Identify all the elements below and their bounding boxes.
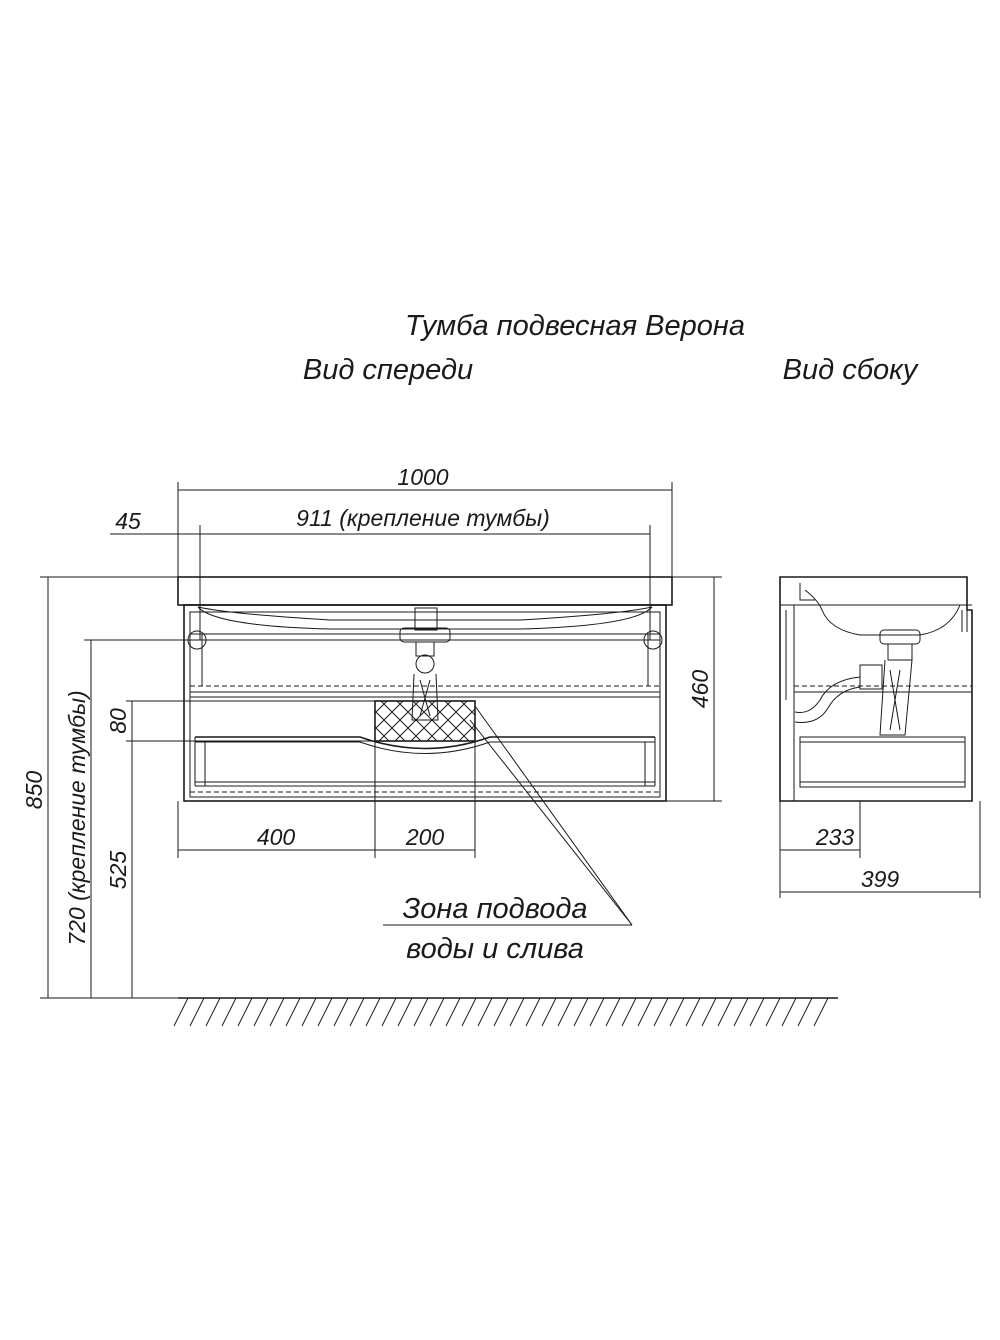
dim-height-460: 460	[687, 670, 713, 709]
dim-edge-offset: 45	[115, 508, 141, 534]
leader-line	[469, 719, 633, 926]
floor-hatch-tick	[717, 997, 733, 1027]
side-view-title: Вид сбоку	[783, 354, 919, 386]
floor-hatch-tick	[557, 997, 573, 1027]
floor-hatch-tick	[221, 997, 237, 1027]
floor-hatch-tick	[525, 997, 541, 1027]
countertop-slab	[177, 576, 673, 606]
floor-hatch-tick	[317, 997, 333, 1027]
side-dimensions: 233 399	[779, 801, 981, 898]
floor-hatch-tick	[733, 997, 749, 1027]
floor-hatch-tick	[621, 997, 637, 1027]
front-dimensions: 1000 911 (крепление тумбы) 45 460 400 20…	[21, 464, 722, 999]
floor-hatch-tick	[685, 997, 701, 1027]
floor-hatch-tick	[461, 997, 477, 1027]
dim-total-width: 1000	[397, 464, 448, 490]
drawing-title: Тумба подвесная Верона	[405, 310, 745, 342]
dim-mount-height: 720 (крепление тумбы)	[64, 690, 90, 945]
floor-hatch-tick	[269, 997, 285, 1027]
front-view	[177, 576, 673, 802]
floor-hatch-tick	[509, 997, 525, 1027]
floor-hatch-tick	[765, 997, 781, 1027]
floor-hatch-tick	[381, 997, 397, 1027]
floor-hatch-tick	[365, 997, 381, 1027]
dim-gap-80: 80	[105, 708, 131, 734]
cabinet-body	[183, 604, 667, 802]
floor-hatch-tick	[637, 997, 653, 1027]
drawer-top-curve	[195, 736, 655, 750]
floor-hatch-tick	[333, 997, 349, 1027]
floor-hatch-tick	[173, 997, 189, 1027]
floor-hatch-tick	[429, 997, 445, 1027]
floor-hatch-tick	[589, 997, 605, 1027]
side-back-panel	[779, 604, 795, 802]
cabinet-inner-frame	[189, 611, 661, 798]
floor-hatch-tick	[189, 997, 205, 1027]
floor-hatch-tick	[605, 997, 621, 1027]
right-mount-bracket	[643, 630, 663, 650]
front-view-title: Вид спереди	[303, 354, 473, 386]
floor-hatch-tick	[413, 997, 429, 1027]
floor-hatch-tick	[445, 997, 461, 1027]
dim-width-400: 400	[257, 824, 296, 850]
basin-bowl	[197, 606, 653, 621]
floor-hatch-tick	[285, 997, 301, 1027]
floor-hatch-tick	[349, 997, 365, 1027]
floor-hatch-tick	[797, 997, 813, 1027]
floor-hatch-tick	[493, 997, 509, 1027]
supply-zone-label-2: воды и слива	[406, 933, 584, 965]
dim-height-525: 525	[105, 851, 131, 890]
dim-depth-399: 399	[861, 866, 900, 892]
floor-hatch-tick	[653, 997, 669, 1027]
dim-depth-233: 233	[815, 824, 855, 850]
side-basin-profile	[804, 589, 961, 636]
floor-hatch-tick	[573, 997, 589, 1027]
floor-hatch-tick	[237, 997, 253, 1027]
supply-zone-callout: Зона подвода воды и слива	[383, 705, 633, 965]
floor-hatch-tick	[813, 997, 829, 1027]
floor-hatch-tick	[397, 997, 413, 1027]
side-siphon	[794, 629, 921, 736]
floor-hatch-tick	[205, 997, 221, 1027]
dim-width-200: 200	[405, 824, 445, 850]
floor-hatch-tick	[301, 997, 317, 1027]
dim-mount-width: 911 (крепление тумбы)	[296, 505, 550, 531]
supply-zone-label-1: Зона подвода	[403, 893, 588, 925]
floor-hatch-tick	[477, 997, 493, 1027]
floor-hatch	[173, 997, 838, 1027]
floor-hatch-tick	[749, 997, 765, 1027]
side-drawer	[799, 736, 966, 788]
side-view	[779, 576, 973, 802]
dim-height-850: 850	[21, 771, 47, 810]
floor-hatch-tick	[781, 997, 797, 1027]
floor-hatch-tick	[253, 997, 269, 1027]
floor-hatch-tick	[669, 997, 685, 1027]
floor-hatch-tick	[701, 997, 717, 1027]
supply-zone-hatch	[374, 700, 476, 742]
floor-hatch-tick	[541, 997, 557, 1027]
